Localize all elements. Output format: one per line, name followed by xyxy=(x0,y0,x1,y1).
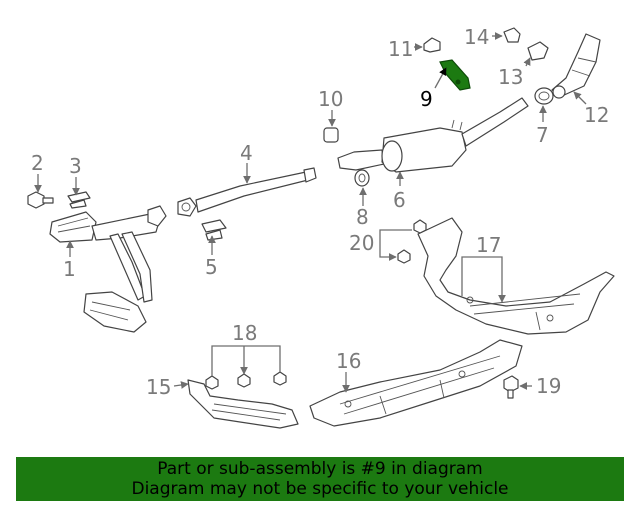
callout-14: 14 xyxy=(464,25,489,49)
part-16-heat-shield[interactable] xyxy=(309,339,523,427)
leader-lines xyxy=(34,32,587,393)
callout-3: 3 xyxy=(69,154,82,178)
part-4-intermediate-pipe[interactable] xyxy=(177,167,317,217)
part-6-muffler[interactable] xyxy=(337,97,529,173)
callout-15: 15 xyxy=(146,375,171,399)
callout-9: 9 xyxy=(420,87,433,111)
leader-13 xyxy=(523,57,531,67)
callout-19: 19 xyxy=(536,374,561,398)
callout-11: 11 xyxy=(388,37,413,61)
part-1-catalytic-converter[interactable] xyxy=(49,205,167,333)
part-3-gasket[interactable] xyxy=(67,191,91,209)
part-10-isolator[interactable] xyxy=(323,127,339,143)
callout-4: 4 xyxy=(240,141,253,165)
leader-17 xyxy=(461,256,502,302)
banner-line-1: Part or sub-assembly is #9 in diagram xyxy=(157,459,483,479)
callout-20: 20 xyxy=(349,231,374,255)
leader-18 xyxy=(211,345,281,376)
callout-numbers: 1 2 3 4 5 6 7 8 9 10 11 12 13 14 15 16 1… xyxy=(31,25,609,399)
part-17-heat-shield[interactable] xyxy=(417,217,615,335)
callout-16: 16 xyxy=(336,349,361,373)
part-2-bolt[interactable] xyxy=(27,191,54,209)
part-12-tailpipe[interactable] xyxy=(551,33,601,99)
part-8-isolator[interactable] xyxy=(354,169,370,187)
part-11-isolator[interactable] xyxy=(423,37,441,53)
callout-7: 7 xyxy=(536,123,549,147)
leader-12 xyxy=(573,91,587,105)
part-5-gasket[interactable] xyxy=(201,219,227,241)
leader-9 xyxy=(434,67,447,89)
part-18-nuts[interactable] xyxy=(205,371,287,390)
callout-2: 2 xyxy=(31,151,44,175)
leader-20 xyxy=(379,229,412,257)
callout-5: 5 xyxy=(205,255,218,279)
part-14-isolator[interactable] xyxy=(503,27,521,43)
part-13-hanger[interactable] xyxy=(527,41,549,61)
callout-10: 10 xyxy=(318,87,343,111)
part-15-heat-shield[interactable] xyxy=(187,379,299,429)
callout-1: 1 xyxy=(63,257,76,281)
part-9-hanger-bracket[interactable] xyxy=(439,59,471,91)
callout-18: 18 xyxy=(232,321,257,345)
callout-8: 8 xyxy=(356,205,369,229)
part-19-bolt[interactable] xyxy=(503,375,519,399)
banner-line-2: Diagram may not be specific to your vehi… xyxy=(131,479,509,499)
part-7-clamp[interactable] xyxy=(534,87,554,105)
info-banner: Part or sub-assembly is #9 in diagram Di… xyxy=(16,457,624,501)
callout-17: 17 xyxy=(476,233,501,257)
callout-12: 12 xyxy=(584,103,609,127)
callout-6: 6 xyxy=(393,188,406,212)
callout-13: 13 xyxy=(498,65,523,89)
leader-15 xyxy=(173,381,189,389)
